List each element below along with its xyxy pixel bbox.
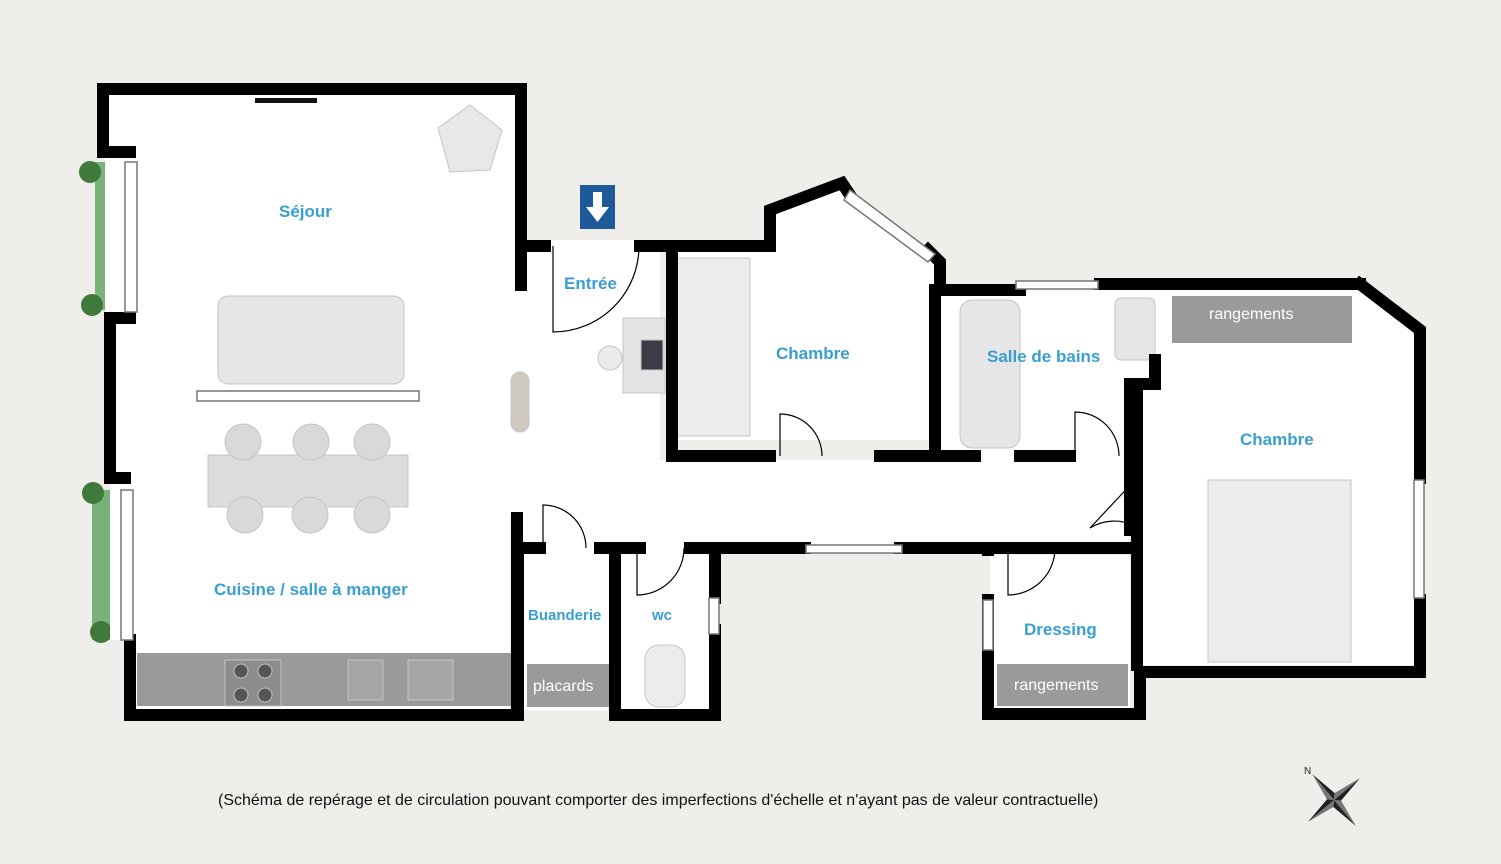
compass-rose-icon: N [1298,760,1370,836]
label-chambre-2: Chambre [1240,430,1314,449]
bed-double [1207,479,1352,663]
bathtub [959,299,1021,449]
cooktop [224,659,282,707]
label-rangements-1: rangements [1209,306,1294,323]
sofa [217,295,405,385]
sink [407,659,454,701]
label-buanderie: Buanderie [528,607,602,624]
compass-north-letter: N [1304,766,1311,777]
storage-blocks [137,296,1352,707]
entry-arrow-icon [580,185,615,229]
toilet [644,644,686,708]
plant-icons [79,161,112,643]
label-wc: wc [652,607,673,624]
laptop [640,339,664,371]
furniture [207,104,1352,708]
door-swings [542,245,1136,596]
label-entree: Entrée [564,274,617,293]
label-placards: placards [533,678,594,695]
label-sejour: Séjour [279,202,332,221]
label-rangements-2: rangements [1014,677,1099,694]
armchair [437,104,503,173]
side-table [510,371,530,433]
label-salle-de-bains: Salle de bains [987,347,1101,366]
windows [120,98,1425,651]
label-dressing: Dressing [1024,620,1097,639]
desk-chair [597,345,623,371]
bed-single [675,257,751,437]
drainer [347,659,384,701]
label-cuisine: Cuisine / salle à manger [214,580,408,599]
washbasin [1114,297,1156,361]
disclaimer-text: (Schéma de repérage et de circulation po… [218,792,1099,809]
label-chambre-1: Chambre [776,344,850,363]
